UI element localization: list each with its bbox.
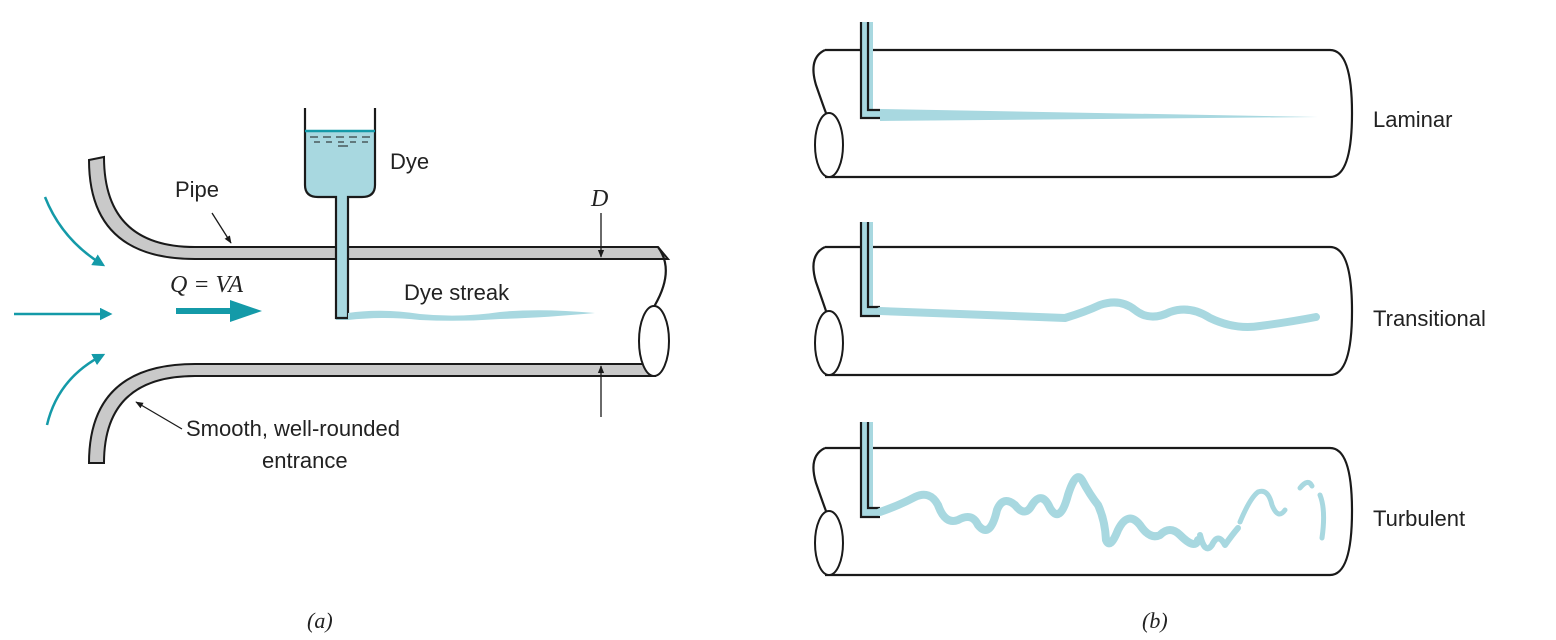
tube-turbulent-body (825, 446, 1354, 577)
tube-laminar-body (825, 48, 1354, 179)
injector-laminar-outline (859, 22, 880, 120)
inlet-arrow-bottom (45, 353, 106, 426)
dye-turbulent-fragment-2 (1237, 488, 1288, 525)
dye-label: Dye (390, 149, 429, 174)
injector-turbulent (861, 422, 880, 517)
dye-turbulent-fragment-3 (1297, 480, 1315, 491)
tube-laminar: Laminar (812, 22, 1452, 179)
pipe-section-ellipse (638, 305, 670, 377)
inlet-flow-arrows (14, 196, 113, 426)
entrance-label-line1: Smooth, well-rounded (186, 416, 400, 441)
pipe-leader (211, 212, 232, 244)
dye-turbulent-fragment-4 (1317, 492, 1327, 541)
dye-turbulent-fragment-1 (1197, 525, 1241, 552)
caption-b: (b) (1142, 608, 1168, 633)
label-laminar: Laminar (1373, 107, 1452, 132)
tube-laminar-section (814, 112, 844, 178)
dye-reservoir (303, 108, 377, 320)
tube-transitional-body (825, 245, 1354, 377)
tube-turbulent: Turbulent (812, 422, 1465, 577)
tube-turbulent-section (814, 510, 844, 576)
dye-turbulent-main (876, 473, 1202, 548)
tube-turbulent-break (812, 447, 828, 512)
injector-transitional (861, 222, 880, 316)
tube-transitional: Transitional (812, 222, 1486, 377)
reservoir-outline (303, 108, 377, 320)
entrance-label-line2: entrance (262, 448, 348, 473)
pipe-label: Pipe (175, 177, 219, 202)
tube-transitional-section (814, 310, 844, 376)
tube-laminar-break (812, 49, 828, 114)
dye-laminar (880, 109, 1318, 121)
tube-transitional-break (812, 246, 828, 312)
flow-rate-label: Q = VA (170, 272, 243, 298)
entrance-leader (135, 401, 183, 430)
dye-streak-a (348, 310, 595, 321)
inlet-arrow-top (43, 196, 106, 267)
injector-laminar (861, 22, 880, 118)
diameter-label: D (590, 186, 608, 212)
upper-pipe-wall (87, 155, 671, 260)
dye-streak-label: Dye streak (404, 280, 510, 305)
dye-transitional (876, 298, 1320, 331)
label-turbulent: Turbulent (1373, 506, 1465, 531)
panel-b: Laminar Transitional Turbulent (b) (812, 22, 1486, 633)
injector-turbulent-outline (859, 422, 880, 519)
panel-a: Dye Pipe D Q = VA Dye streak Smooth, wel… (14, 108, 671, 633)
label-transitional: Transitional (1373, 306, 1486, 331)
injector-transitional-outline (859, 222, 880, 318)
caption-a: (a) (307, 608, 333, 633)
flow-rate-arrowhead (230, 300, 262, 322)
lower-pipe-wall (87, 363, 657, 464)
reservoir-liquid (305, 130, 375, 320)
